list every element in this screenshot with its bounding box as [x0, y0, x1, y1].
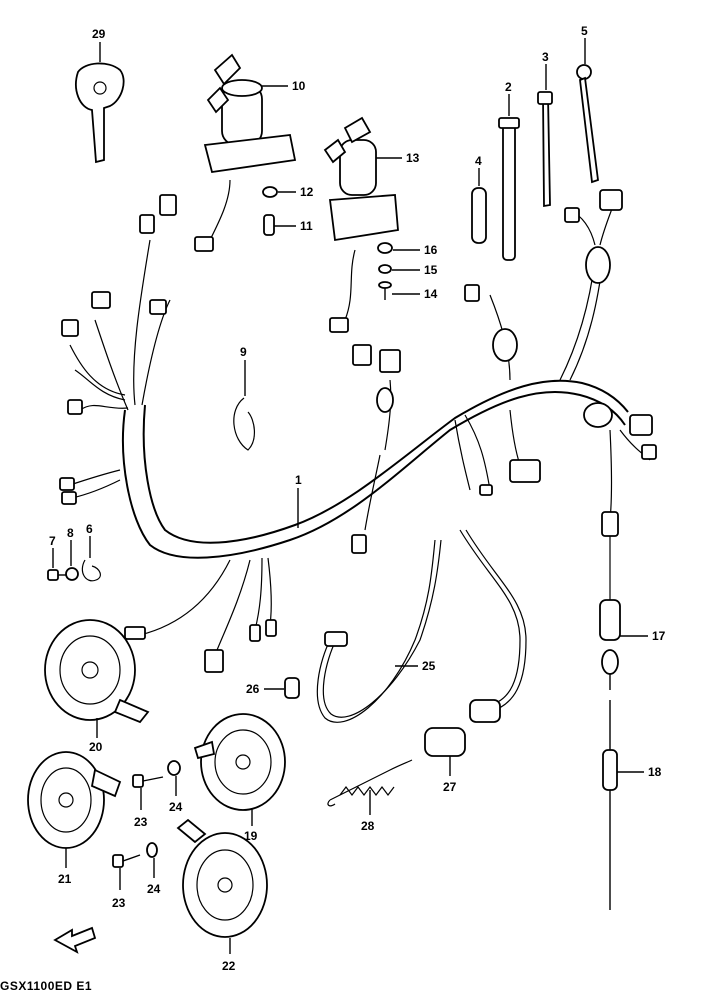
sender-17: [599, 599, 621, 690]
band-3: [537, 91, 553, 208]
front-arrow-icon: [53, 926, 97, 954]
horn-20: [44, 619, 150, 724]
label-11: 11: [300, 219, 313, 233]
washer-15: [378, 264, 392, 274]
label-6: 6: [86, 522, 93, 536]
label-13: 13: [406, 151, 420, 165]
steering-lock: [323, 116, 399, 333]
ignition-switch: [194, 53, 297, 252]
screw-11: [263, 214, 275, 236]
screw-7: [47, 569, 66, 581]
label-9: 9: [240, 345, 247, 359]
washer-16: [377, 242, 393, 254]
bolt-23a: [132, 774, 164, 788]
label-22: 22: [222, 959, 236, 973]
label-18: 18: [648, 765, 662, 779]
spring-28: [327, 759, 413, 807]
label-8: 8: [67, 526, 74, 540]
label-16: 16: [424, 243, 438, 257]
bolt-23b: [112, 854, 141, 868]
clamp-4: [471, 187, 487, 244]
clip-9: [233, 397, 255, 451]
washer-12: [262, 186, 278, 198]
label-12: 12: [300, 185, 314, 199]
label-17: 17: [652, 629, 666, 643]
cable-25: [316, 539, 442, 723]
horn-22: [176, 818, 268, 938]
washer-8: [65, 567, 79, 581]
label-2: 2: [505, 80, 512, 94]
horn-21: [27, 751, 122, 849]
footer-model-code: GSX1100ED E1: [0, 979, 92, 993]
label-26: 26: [246, 682, 260, 696]
label-28: 28: [361, 819, 375, 833]
cable-18: [602, 700, 618, 910]
label-5: 5: [581, 24, 588, 38]
label-29: 29: [92, 27, 106, 41]
clamp-2: [498, 117, 520, 261]
label-14: 14: [424, 287, 438, 301]
clamp-6: [81, 559, 101, 582]
label-10: 10: [292, 79, 306, 93]
main-wiring-harness: [59, 189, 657, 673]
label-3: 3: [542, 50, 549, 64]
label-7: 7: [49, 534, 56, 548]
ignition-key: [75, 62, 125, 164]
label-4: 4: [475, 154, 482, 168]
label-15: 15: [424, 263, 438, 277]
label-23a: 23: [134, 815, 148, 829]
label-1: 1: [295, 473, 302, 487]
label-24a: 24: [169, 800, 183, 814]
labels: 29 10 12 11 13 16 15 14 2 3 4 5: [49, 24, 666, 973]
washer-24a: [167, 760, 181, 776]
cap-26: [284, 677, 300, 699]
label-27: 27: [443, 780, 457, 794]
clamp-5: [576, 64, 599, 184]
label-24b: 24: [147, 882, 161, 896]
label-19: 19: [244, 829, 258, 843]
screw-14: [378, 281, 392, 300]
label-20: 20: [89, 740, 103, 754]
horn-19: [193, 713, 286, 811]
washer-24b: [146, 842, 158, 858]
label-21: 21: [58, 872, 72, 886]
label-23b: 23: [112, 896, 126, 910]
switch-27: [424, 529, 527, 757]
label-25: 25: [422, 659, 436, 673]
